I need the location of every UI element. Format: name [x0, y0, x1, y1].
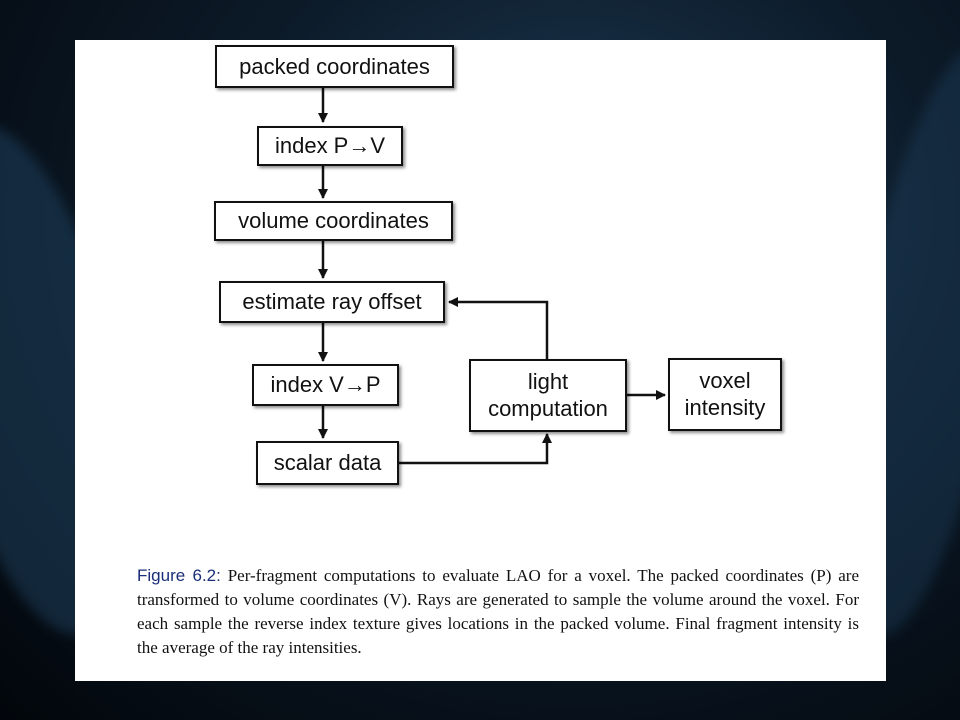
node-packed-coordinates: packed coordinates — [215, 45, 454, 88]
node-label-line1: voxel — [699, 368, 751, 394]
arrow-scalar-to-light — [399, 433, 552, 465]
node-label-line2: intensity — [684, 394, 766, 420]
slide: packed coordinates index P→V volume coor… — [75, 40, 886, 681]
node-scalar-data: scalar data — [256, 441, 399, 485]
node-estimate-ray-offset: estimate ray offset — [219, 281, 445, 323]
figure-label: Figure 6.2: — [137, 566, 221, 585]
node-label-line2: computation — [488, 395, 608, 421]
node-label: volume coordinates — [238, 208, 429, 234]
caption-text: Per-fragment computations to evaluate LA… — [137, 566, 860, 657]
node-label: packed coordinates — [239, 53, 430, 79]
arrow-light-to-estimate — [448, 297, 549, 359]
node-light-computation: light computation — [469, 359, 627, 432]
node-label: scalar data — [273, 450, 382, 476]
node-index-v-to-p: index V→P — [252, 364, 399, 406]
node-volume-coordinates: volume coordinates — [214, 201, 453, 241]
node-label: index P→V — [274, 133, 386, 159]
node-label: index V→P — [270, 372, 381, 398]
figure-caption: Figure 6.2: Per-fragment computations to… — [137, 564, 859, 660]
node-voxel-intensity: voxel intensity — [668, 358, 782, 431]
node-index-p-to-v: index P→V — [257, 126, 403, 166]
node-label-line1: light — [527, 369, 569, 395]
node-label: estimate ray offset — [242, 289, 422, 315]
connector-layer — [318, 88, 666, 465]
